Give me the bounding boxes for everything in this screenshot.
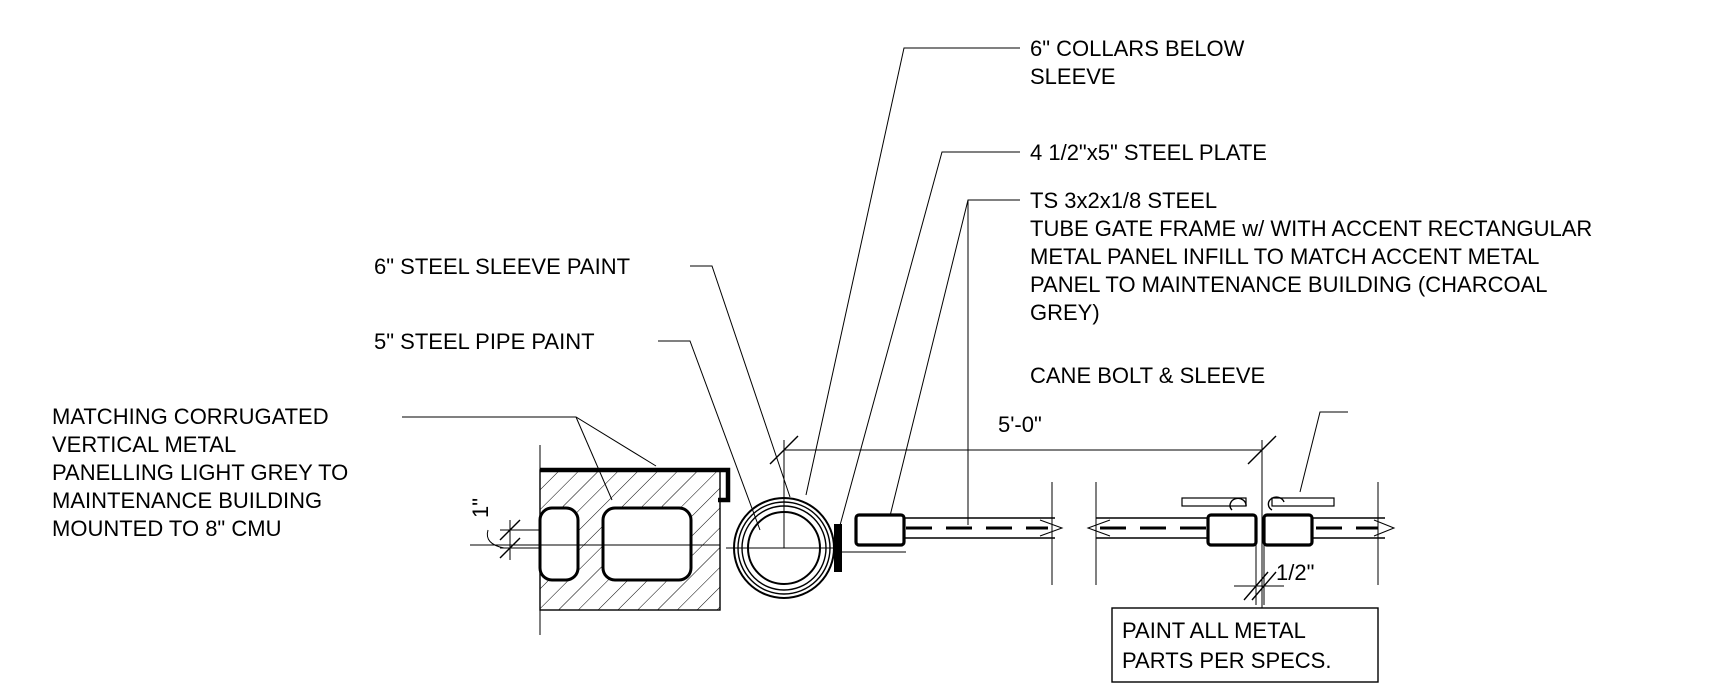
- dimension-gap-tick-left: [1243, 571, 1269, 601]
- callout-ts-frame-line-3: METAL PANEL INFILL TO MATCH ACCENT METAL: [1030, 244, 1539, 269]
- leader-pipe: [658, 340, 761, 531]
- leader-sleeve: [690, 265, 791, 498]
- gate-leaf-right: [1086, 482, 1396, 585]
- paint-note-frame: [1111, 607, 1379, 683]
- callout-sleeve: 6" STEEL SLEEVE PAINT: [374, 254, 630, 279]
- callout-corrugated-line-4: MAINTENANCE BUILDING: [52, 488, 322, 513]
- callout-cane-bolt: CANE BOLT & SLEEVE: [1030, 363, 1265, 388]
- callout-corrugated-line-2: VERTICAL METAL: [52, 432, 236, 457]
- gate-leaf-left-break: [1039, 519, 1064, 537]
- ts-gate-frame-tube-center-right: [1262, 513, 1314, 547]
- dimension-gap-tick-right: [1251, 571, 1277, 601]
- leader-cane-bolt: [1299, 411, 1348, 493]
- callout-corrugated: MATCHING CORRUGATED VERTICAL METAL PANEL…: [52, 404, 348, 541]
- leader-lines: [402, 47, 1348, 541]
- cane-bolt-left: [1181, 497, 1247, 507]
- gate-leaf-left: [854, 482, 1064, 585]
- ts-gate-frame-tube-center-left: [1206, 513, 1258, 547]
- callout-plate: 4 1/2"x5" STEEL PLATE: [1030, 140, 1267, 165]
- leader-plate: [835, 151, 1020, 541]
- gate-leaf-far-break: [1373, 519, 1396, 537]
- cmu-wall: [470, 445, 721, 635]
- callout-ts-frame: TS 3x2x1/8 STEEL TUBE GATE FRAME w/ WITH…: [1030, 188, 1592, 325]
- dimension-span-tick-right: [1247, 435, 1277, 465]
- dimension-offset-tick-top: [499, 519, 521, 541]
- steel-plate: [834, 524, 842, 572]
- callout-ts-frame-line-4: PANEL TO MAINTENANCE BUILDING (CHARCOAL: [1030, 272, 1548, 297]
- leader-ts-frame-1: [889, 199, 1020, 517]
- dimension-gap-text: 1/2": [1276, 560, 1314, 585]
- ts-gate-frame-tube-left: [854, 513, 906, 547]
- callout-corrugated-line-5: MOUNTED TO 8" CMU: [52, 516, 281, 541]
- dimension-offset: 1": [468, 498, 540, 560]
- corrugated-panel-cap: [540, 467, 731, 503]
- dimension-offset-tick-bottom: [499, 537, 521, 559]
- paint-note-line-1: PAINT ALL METAL: [1122, 618, 1306, 643]
- dimension-offset-leader: [486, 529, 505, 549]
- callout-ts-frame-line-1: TS 3x2x1/8 STEEL: [1030, 188, 1217, 213]
- dimension-offset-text: 1": [468, 498, 493, 518]
- leader-corrugated-2: [575, 416, 613, 501]
- callout-ts-frame-line-5: GREY): [1030, 300, 1100, 325]
- callout-collars: 6" COLLARS BELOW SLEEVE: [1030, 36, 1245, 89]
- cane-bolt-sleeve: [1271, 497, 1335, 507]
- dimension-span-tick-left: [769, 435, 799, 465]
- leader-collars: [805, 47, 1020, 496]
- callout-collars-line-1: 6" COLLARS BELOW: [1030, 36, 1245, 61]
- callout-corrugated-line-1: MATCHING CORRUGATED: [52, 404, 329, 429]
- cmu-core-right: [601, 506, 693, 582]
- callout-ts-frame-line-2: TUBE GATE FRAME w/ WITH ACCENT RECTANGUL…: [1030, 216, 1592, 241]
- cane-bolt-left-hook: [1229, 497, 1247, 511]
- paint-note-line-2: PARTS PER SPECS.: [1122, 648, 1331, 673]
- paint-note-box: PAINT ALL METAL PARTS PER SPECS.: [1111, 607, 1379, 683]
- leader-corrugated-1: [402, 416, 657, 467]
- callout-collars-line-2: SLEEVE: [1030, 64, 1116, 89]
- gate-leaf-right-break: [1086, 519, 1111, 537]
- callout-pipe: 5" STEEL PIPE PAINT: [374, 329, 595, 354]
- cmu-core-left: [538, 506, 580, 582]
- callout-corrugated-line-3: PANELLING LIGHT GREY TO: [52, 460, 348, 485]
- cane-bolt-sleeve-hook: [1267, 496, 1285, 511]
- cane-bolt-assembly: [1181, 496, 1335, 511]
- dimension-span: 5'-0": [769, 412, 1277, 640]
- dimension-span-text: 5'-0": [998, 412, 1042, 437]
- dimension-gap: 1/2": [1234, 545, 1314, 605]
